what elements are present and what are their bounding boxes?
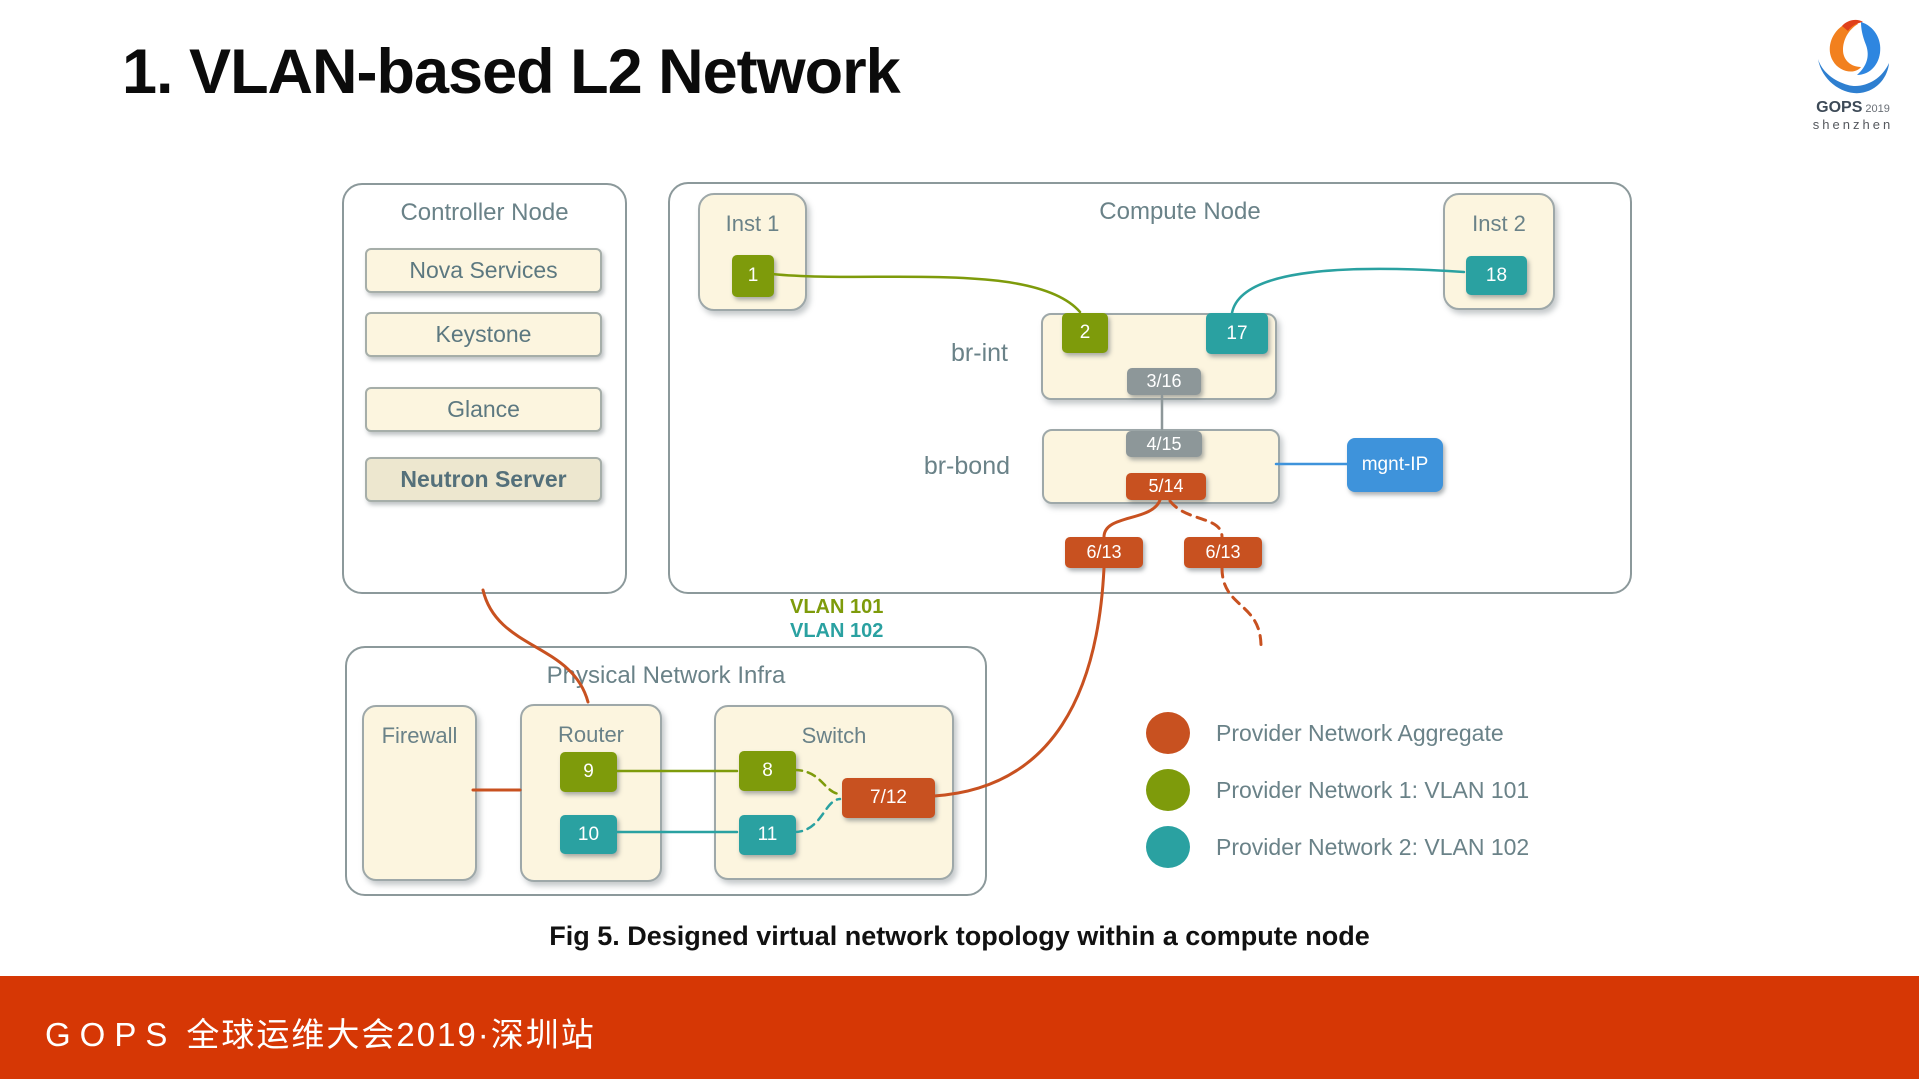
inst1-port-1: 1 [732,255,774,297]
logo-blue-swoosh [1857,22,1881,75]
gops-swirl-icon [1818,19,1889,94]
uplink-right-6-13: 6/13 [1184,537,1262,568]
service-keystone: Keystone [365,312,602,357]
service-glance: Glance [365,387,602,432]
br-bond-label: br-bond [923,452,1010,480]
inst1-label: Inst 1 [725,211,780,236]
logo-red-tip [1842,19,1863,31]
inst2-label: Inst 2 [1472,211,1526,236]
inst2-box: Inst 2 18 [1443,193,1555,310]
legend-label-aggregate: Provider Network Aggregate [1216,719,1504,746]
router-port-9: 9 [560,752,617,792]
legend-item-aggregate: Provider Network Aggregate [1146,711,1504,755]
legend-dot-provider1 [1146,769,1190,811]
router-box: Router 9 10 [520,704,662,882]
vlan-102-label: VLAN 102 [790,620,884,642]
br-int-port-2: 2 [1062,313,1108,353]
legend-label-provider1: Provider Network 1: VLAN 101 [1216,776,1530,803]
legend-dot-aggregate [1146,712,1190,754]
service-neutron-server: Neutron Server [365,457,602,502]
router-label: Router [557,722,625,747]
vlan-101-label: VLAN 101 [790,596,884,618]
logo-name: GOPS [1816,99,1863,116]
switch-label: Switch [801,723,867,748]
br-bond-port-4-15: 4/15 [1126,431,1202,457]
service-nova: Nova Services [365,248,602,293]
switch-port-11: 11 [739,815,796,855]
br-int-box: 2 17 3/16 [1041,313,1277,400]
legend-dot-provider2 [1146,826,1190,868]
legend-item-provider1: Provider Network 1: VLAN 101 [1146,768,1529,812]
firewall-box: Firewall [362,705,477,881]
controller-node-title: Controller Node [400,199,569,226]
switch-box: Switch 8 11 7/12 [714,705,954,880]
logo-orange-flame [1829,21,1861,72]
logo-city: shenzhen [1812,117,1894,132]
compute-node-title: Compute Node [1099,198,1261,225]
br-int-port-17: 17 [1206,313,1268,354]
switch-port-7-12: 7/12 [842,778,935,818]
br-int-label: br-int [951,339,1008,367]
uplink-left-6-13: 6/13 [1065,537,1143,568]
figure-caption: Fig 5. Designed virtual network topology… [549,921,1370,951]
legend-label-provider2: Provider Network 2: VLAN 102 [1216,833,1530,860]
inst1-box: Inst 1 1 [698,193,807,311]
physical-network-infra-title: Physical Network Infra [546,662,786,689]
footer-brand: GOPS [45,1016,177,1053]
controller-node-box: Controller Node Nova Services Keystone G… [342,183,627,594]
router-port-10: 10 [560,815,617,854]
footer-rest: 全球运维大会2019·深圳站 [186,1016,596,1053]
br-bond-port-5-14: 5/14 [1126,473,1206,500]
page-title: 1. VLAN-based L2 Network [122,37,901,107]
logo-year: 2019 [1865,103,1890,115]
br-bond-box: 4/15 5/14 [1042,429,1280,504]
mgnt-ip-box: mgnt-IP [1347,438,1443,492]
inst2-port-18: 18 [1466,256,1527,295]
firewall-label: Firewall [381,723,458,748]
br-int-port-3-16: 3/16 [1127,368,1201,395]
logo-blue-crescent [1818,59,1889,94]
switch-port-8: 8 [739,751,796,791]
legend-item-provider2: Provider Network 2: VLAN 102 [1146,825,1529,869]
